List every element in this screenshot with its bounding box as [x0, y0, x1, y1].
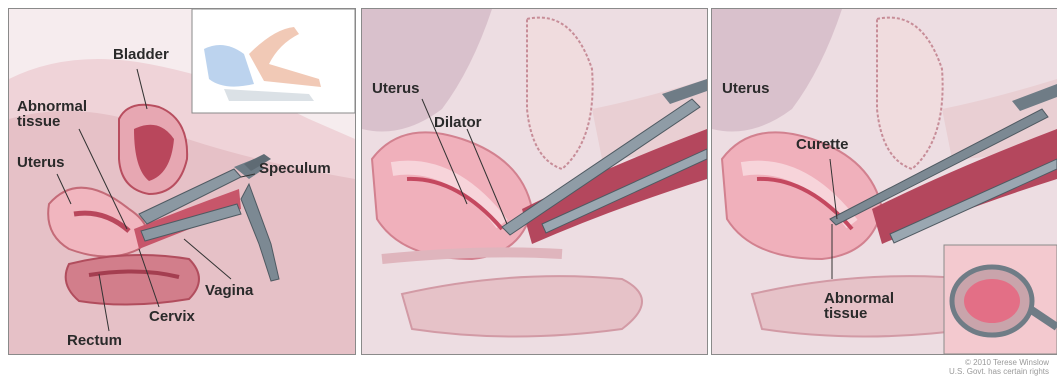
label-bladder: Bladder [113, 47, 169, 62]
label-uterus: Uterus [722, 81, 770, 96]
credit-line-2: U.S. Govt. has certain rights [949, 367, 1049, 376]
label-cervix: Cervix [149, 309, 195, 324]
label-abnormal-tissue: Abnormal tissue [824, 291, 894, 321]
label-abnormal-tissue: Abnormal tissue [17, 99, 87, 129]
label-vagina: Vagina [205, 283, 253, 298]
label-uterus: Uterus [17, 155, 65, 170]
panel-speculum-illustration [9, 9, 355, 354]
copyright-credit: © 2010 Terese Winslow U.S. Govt. has cer… [949, 358, 1049, 376]
panel-dilator-illustration [362, 9, 707, 354]
panel-speculum: Bladder Abnormal tissue Uterus Speculum … [8, 8, 356, 355]
label-rectum: Rectum [67, 333, 122, 348]
panel-curette: Uterus Curette Abnormal tissue [711, 8, 1057, 355]
label-uterus: Uterus [372, 81, 420, 96]
credit-line-1: © 2010 Terese Winslow [949, 358, 1049, 367]
label-dilator: Dilator [434, 115, 482, 130]
label-curette: Curette [796, 137, 849, 152]
panel-dilator: Uterus Dilator [361, 8, 708, 355]
label-speculum: Speculum [259, 161, 331, 176]
